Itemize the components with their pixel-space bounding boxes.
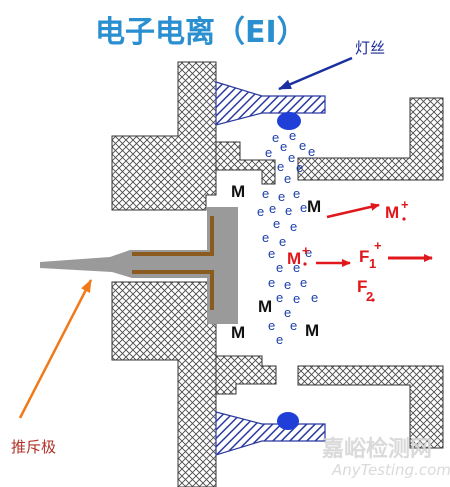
neutral-molecules: M M M M M — [231, 182, 321, 342]
electron: e — [293, 186, 300, 201]
ion-lens-lower — [297, 365, 444, 449]
electron: e — [276, 332, 283, 347]
source-block-upper — [111, 61, 217, 211]
electron: e — [277, 159, 284, 174]
electron: e — [290, 219, 297, 234]
repeller-electrode — [40, 207, 238, 324]
electron: e — [296, 160, 303, 175]
electron: e — [284, 305, 291, 320]
molecule: M — [305, 321, 319, 340]
electron: e — [257, 204, 264, 219]
electron: e — [269, 201, 276, 216]
electron: e — [311, 290, 318, 305]
fragment-charge: + — [374, 238, 382, 253]
molecular-ion-upper: M + — [326, 197, 409, 222]
fragment-2: F 2 — [357, 277, 375, 304]
filament-spot-upper — [277, 112, 301, 130]
watermark-en: AnyTesting.com — [331, 461, 450, 479]
electron-cloud: e e e e e e e e e e e e e e e e e e e e … — [257, 128, 318, 347]
electron: e — [299, 138, 306, 153]
molecular-ion-middle: M + — [287, 243, 351, 268]
electron: e — [262, 186, 269, 201]
step-block-lower — [215, 355, 277, 395]
fragment-symbol: F — [359, 247, 369, 266]
ion-charge: + — [302, 243, 310, 258]
electron: e — [279, 234, 286, 249]
molecule: M — [258, 297, 272, 316]
electron: e — [284, 171, 291, 186]
molecule: M — [307, 197, 321, 216]
source-block-lower — [111, 281, 217, 487]
electron: e — [300, 200, 307, 215]
electron: e — [284, 277, 291, 292]
repeller-lining — [132, 216, 214, 310]
repeller-pointer-arrow — [18, 279, 93, 419]
electron: e — [285, 203, 292, 218]
fragment-subscript: 2 — [366, 289, 373, 304]
electron: e — [289, 128, 296, 143]
radical-dot — [303, 262, 307, 266]
electron: e — [293, 291, 300, 306]
watermark-cn: 嘉峪检测网 — [322, 436, 432, 462]
molecule: M — [231, 182, 245, 201]
watermark: 嘉峪检测网 AnyTesting.com — [322, 436, 450, 479]
electron: e — [278, 189, 285, 204]
electron: e — [268, 318, 275, 333]
ion-symbol: M — [385, 203, 399, 222]
electron: e — [276, 290, 283, 305]
filament-spot-lower — [277, 412, 299, 430]
ion-lens-upper — [297, 97, 444, 181]
fragment-subscript: 1 — [369, 256, 376, 271]
filament-holder-upper — [215, 81, 326, 126]
radical-dot — [371, 298, 375, 302]
electron: e — [305, 245, 312, 260]
molecule: M — [231, 323, 245, 342]
filament-label: 灯丝 — [355, 39, 385, 57]
filament-holder-lower — [215, 411, 326, 456]
diagram-title: 电子电离（EI） — [95, 15, 307, 50]
step-block-upper — [215, 141, 276, 185]
electron: e — [272, 130, 279, 145]
electron: e — [276, 260, 283, 275]
electron: e — [262, 230, 269, 245]
ion-charge: + — [401, 197, 409, 212]
ion-symbol: M — [287, 249, 301, 268]
electron: e — [268, 246, 275, 261]
fragment-symbol: F — [357, 277, 367, 296]
electron: e — [280, 139, 287, 154]
electron: e — [268, 275, 275, 290]
fragment-ion-1: F 1 + — [359, 238, 433, 271]
electron: e — [293, 260, 300, 275]
filament-pointer-arrow — [278, 56, 353, 91]
ion-arrow — [326, 202, 380, 219]
electron: e — [265, 145, 272, 160]
electron: e — [308, 144, 315, 159]
radical-dot — [402, 217, 406, 221]
electron: e — [288, 150, 295, 165]
electron: e — [273, 216, 280, 231]
electron: e — [300, 275, 307, 290]
repeller-label: 推斥极 — [11, 438, 56, 456]
electron: e — [290, 318, 297, 333]
